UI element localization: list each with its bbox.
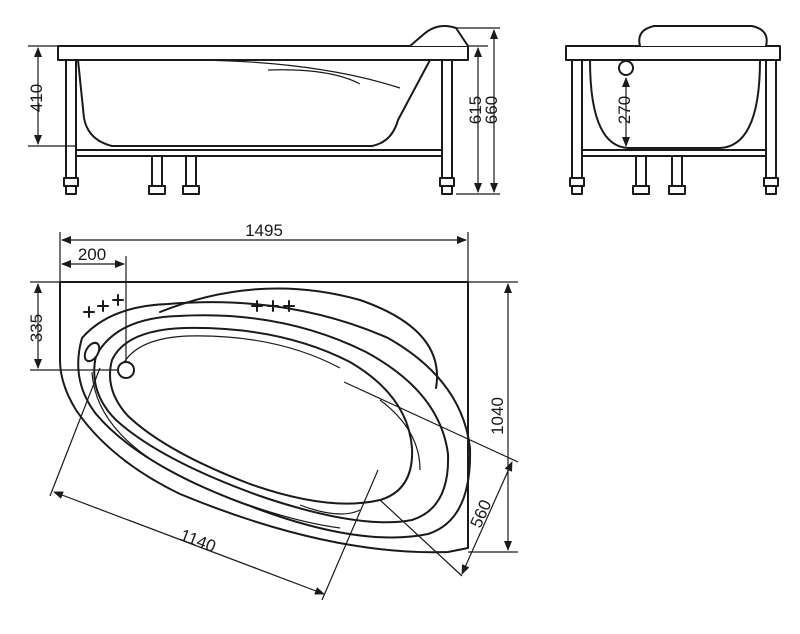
jet-icons-left <box>83 294 124 318</box>
dim-270-label: 270 <box>615 96 634 124</box>
side-rim <box>57 45 469 61</box>
dim-200-label: 200 <box>78 245 106 264</box>
dim-560-line <box>461 461 513 575</box>
dim-560-label: 560 <box>467 497 496 531</box>
end-tub-body <box>589 59 761 149</box>
top-basin-inner <box>93 314 450 524</box>
jet-icons-right <box>251 300 295 312</box>
side-headrest <box>409 25 469 47</box>
dim-410-label: 410 <box>27 84 46 112</box>
top-view: 1495 200 335 1040 1140 560 <box>27 221 519 601</box>
end-rim <box>565 45 781 61</box>
top-outline <box>59 281 469 554</box>
side-tub-body <box>77 59 431 147</box>
side-contour-line <box>199 59 401 89</box>
side-frame <box>63 59 455 195</box>
side-view: 410 615 660 <box>27 25 501 195</box>
end-frame <box>569 59 779 195</box>
dim-660-label: 660 <box>482 96 501 124</box>
top-headrest <box>159 287 438 389</box>
dim-1495-label: 1495 <box>245 221 283 240</box>
end-view: 270 <box>565 25 781 195</box>
top-inner-oval <box>109 326 414 505</box>
drain-icon <box>618 60 634 76</box>
dim-335-label: 335 <box>27 314 46 342</box>
dim-1040-label: 1040 <box>488 397 507 435</box>
overflow-icon <box>83 341 101 363</box>
dim-615-label: 615 <box>466 96 485 124</box>
end-headrest <box>638 25 768 47</box>
dim-1140-line <box>53 491 325 595</box>
dim-1140-label: 1140 <box>177 525 218 556</box>
drain-icon-top <box>117 361 135 379</box>
